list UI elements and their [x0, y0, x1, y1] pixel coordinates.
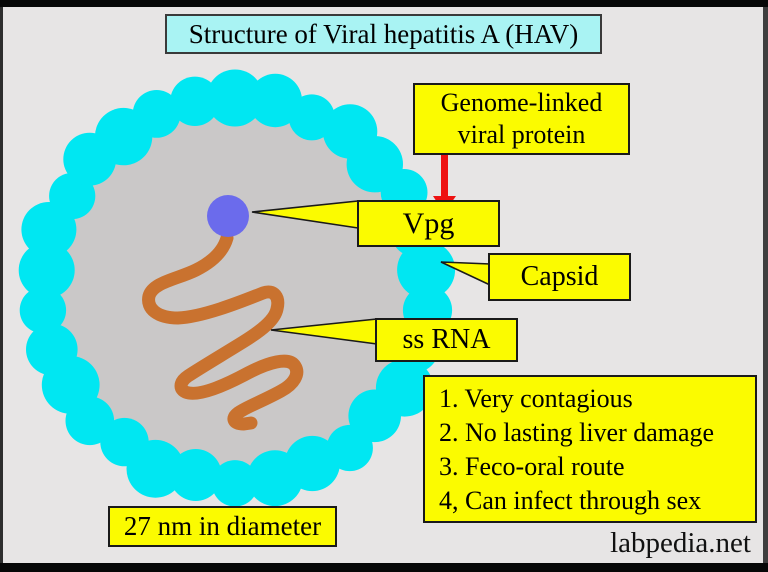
fact-item-1: 1. Very contagious: [439, 384, 633, 413]
watermark: labpedia.net: [610, 527, 751, 559]
facts-list: 1. Very contagious 2. No lasting liver d…: [423, 375, 757, 523]
genome-label-line1: Genome-linked: [440, 88, 603, 117]
capsid-label-text: Capsid: [520, 261, 599, 292]
capsid-blob: [100, 417, 149, 467]
capsid-blob: [26, 323, 78, 376]
capsid-blob: [247, 450, 303, 507]
capsid-blob: [397, 240, 456, 299]
vpg-label-text: Vpg: [402, 206, 455, 240]
rna-strand: [142, 231, 304, 431]
fact-item-3: 3. Feco-oral route: [439, 452, 625, 481]
genome-linked-label: Genome-linked viral protein: [413, 83, 630, 155]
capsid-blob: [19, 287, 67, 334]
ssrna-label: ss RNA: [375, 318, 518, 362]
diameter-label: 27 nm in diameter: [108, 506, 337, 547]
capsid-label: Capsid: [488, 253, 631, 301]
capsid-blob: [211, 460, 259, 507]
fact-item-2: 2. No lasting liver damage: [439, 418, 715, 447]
capsid-blob: [206, 69, 264, 127]
diagram-title-text: Structure of Viral hepatitis A (HAV): [188, 18, 579, 49]
diagram-title: Structure of Viral hepatitis A (HAV): [165, 14, 602, 54]
vpg-dot: [207, 195, 249, 237]
vpg-label: Vpg: [357, 200, 500, 247]
fact-item-4: 4, Can infect through sex: [439, 486, 702, 515]
top-border-bar: [0, 0, 768, 7]
ssrna-label-text: ss RNA: [402, 324, 491, 355]
virus-core-circle: [52, 107, 418, 473]
capsid-blob: [132, 90, 181, 138]
genome-label-line2: viral protein: [457, 120, 586, 149]
diameter-label-text: 27 nm in diameter: [123, 511, 322, 541]
capsid-blob: [18, 242, 75, 299]
capsid-blob: [248, 73, 302, 128]
capsid-blob: [170, 76, 220, 127]
bottom-border-bar: [0, 563, 768, 572]
